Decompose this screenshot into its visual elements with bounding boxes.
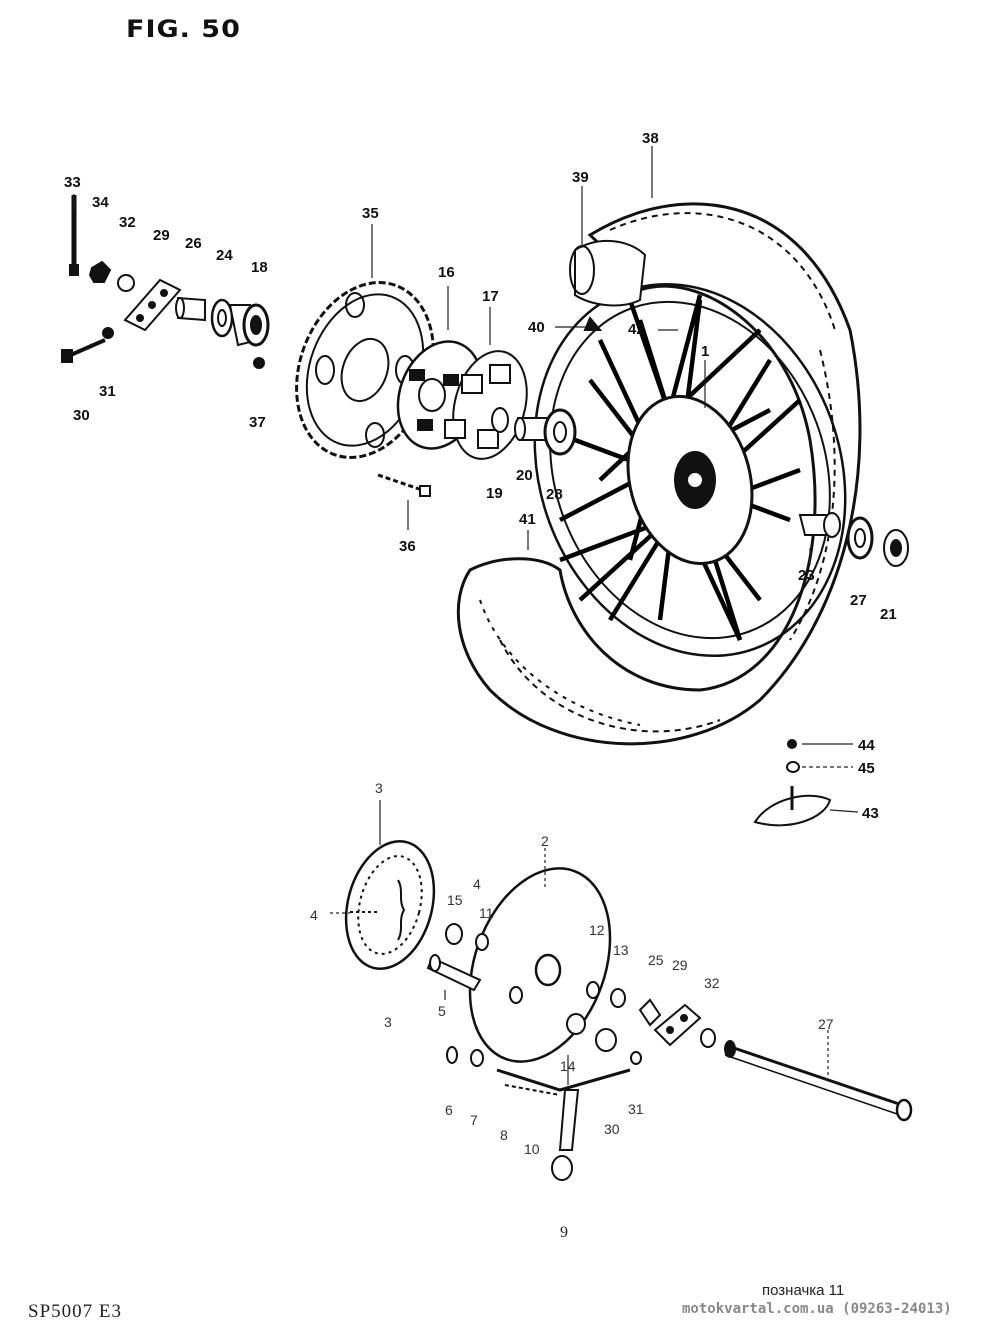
upper-callout-20: 42 [628,321,645,338]
cotter-pin [253,357,265,369]
upper-callout-12: 17 [482,288,499,305]
torque-link [496,1068,631,1096]
upper-callout-26: 44 [858,737,875,754]
sprocket-bearing [543,408,577,456]
lower-callouts: 3 4 4 15 11 2 12 13 25 29 32 27 5 3 6 7 8 14 10 30 31 [310,780,834,1157]
upper-callout-3: 29 [153,227,170,244]
oil-seal-left [491,407,509,433]
valve-cap [787,739,797,749]
lower-callout-7: 13 [613,942,629,958]
lower-callout-14: 6 [445,1102,453,1118]
upper-callout-23: 23 [798,567,815,584]
upper-callout-13: 19 [486,485,503,502]
lower-callout-5: 2 [541,833,549,849]
brake-camshaft [426,954,482,992]
leader-lines [73,146,859,1085]
lower-callout-3: 15 [447,892,463,908]
rear-tire [456,202,862,746]
axle-spacer-left [175,296,206,322]
drum-damper [444,350,528,460]
sprocket-bolt [377,473,431,497]
lower-callout-0: 3 [375,780,383,796]
spring-washer [102,327,114,339]
upper-callout-24: 27 [850,592,867,609]
upper-callout-25: 21 [880,606,897,623]
upper-callout-6: 18 [251,259,268,276]
upper-callout-28: 43 [862,805,879,822]
upper-callout-18: 39 [572,169,589,186]
lower-callout-15: 7 [470,1112,478,1128]
upper-callout-15: 28 [546,486,563,503]
upper-callout-11: 16 [438,264,455,281]
lower-callout-9: 29 [672,957,688,973]
brake-shoes [344,840,436,970]
inner-tube-valve [753,786,832,827]
upper-callout-27: 45 [858,760,875,777]
lower-callout-17: 14 [560,1058,576,1074]
small-fittings [566,981,662,1052]
upper-callout-1: 34 [92,194,109,211]
upper-callout-9: 37 [249,414,266,431]
lower-callout-19: 30 [604,1121,620,1137]
wheel-hub [626,394,754,566]
lower-callout-8: 25 [648,952,664,968]
watermark-site: motokvartal.com.ua (09263-24013) [682,1301,952,1317]
lower-callout-13: 3 [384,1014,392,1030]
upper-callout-22: 41 [519,511,536,528]
washer [117,274,135,292]
upper-callout-2: 32 [119,214,136,231]
rim-band [569,239,647,307]
upper-callout-16: 36 [399,538,416,555]
lower-callout-12: 5 [438,1003,446,1019]
upper-callout-10: 35 [362,205,379,222]
page-number: 9 [560,1224,568,1241]
left-oil-seal [210,298,234,338]
lower-callout-6: 12 [589,922,605,938]
cam-washer [445,923,489,951]
lower-callout-1: 4 [310,907,318,923]
oil-seal [883,529,909,567]
cap-bolt [61,338,106,363]
upper-callout-8: 31 [99,383,116,400]
upper-callout-5: 24 [216,247,233,264]
lower-washers [446,1046,642,1067]
watermark-label: позначка 11 [762,1282,845,1299]
axle-spacer [798,512,841,538]
upper-callout-17: 38 [642,130,659,147]
chain-adjuster [123,278,182,332]
upper-callout-14: 20 [516,467,533,484]
lower-callout-11: 27 [818,1016,834,1032]
figure-title: FIG. 50 [126,15,241,44]
document-code: SP5007 E3 [28,1301,122,1322]
left-bearing [228,303,270,347]
lower-callout-4: 11 [479,905,494,921]
right-bearing [846,516,874,560]
cam-lever [551,1089,580,1181]
lower-callout-10: 32 [704,975,720,991]
washer-lower [700,1028,716,1048]
valve-nut [786,761,800,773]
lower-callout-16: 8 [500,1127,508,1143]
adjuster-nut [88,260,112,283]
adjuster-plate-lower [653,1003,702,1047]
lower-callout-20: 31 [628,1101,644,1117]
tire-valve [583,316,603,331]
rear-axle [724,1040,913,1122]
upper-callout-21: 1 [701,343,709,360]
lower-callout-2: 4 [473,876,481,892]
lower-callout-18: 10 [524,1141,540,1157]
upper-callout-7: 30 [73,407,90,424]
upper-callout-19: 40 [528,319,545,336]
upper-callout-4: 26 [185,235,202,252]
upper-callout-0: 33 [64,174,81,191]
